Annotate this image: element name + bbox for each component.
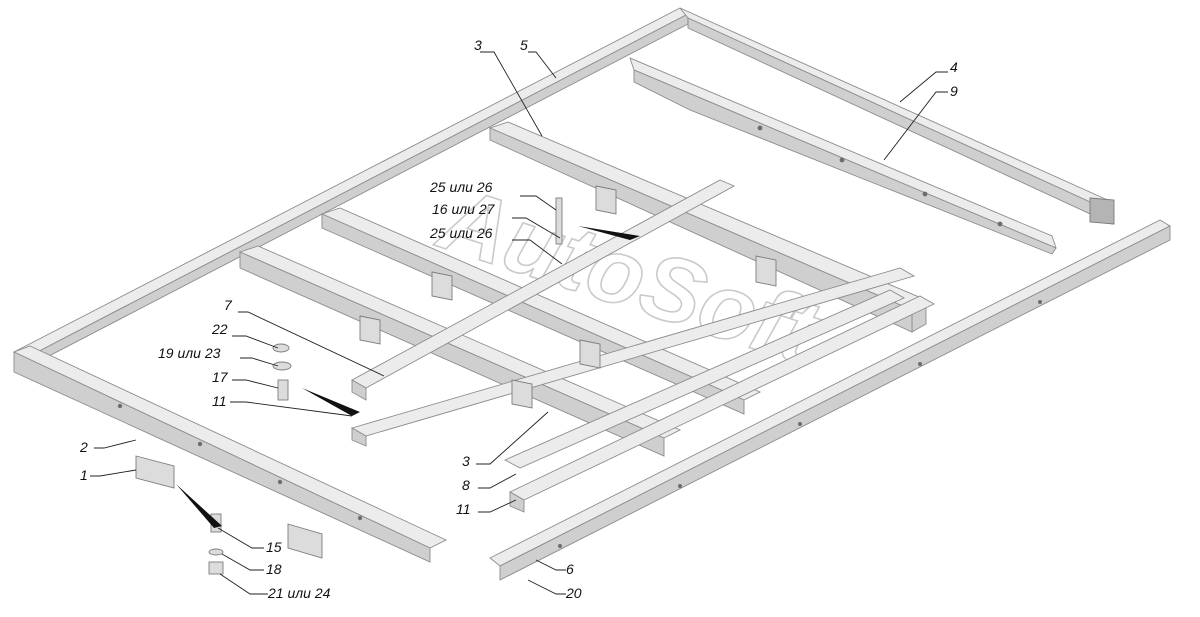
washer-22 — [272, 343, 290, 353]
callout-labels: 3 5 4 9 25 или 26 16 или 27 25 или 26 7 … — [79, 37, 958, 601]
callout-22: 22 — [211, 321, 228, 337]
bracket-1 — [135, 455, 175, 489]
side-beam-6 — [489, 219, 1171, 581]
callout-7: 7 — [224, 297, 233, 313]
longitudinal-beam-9 — [629, 57, 1057, 255]
callout-11-right: 11 — [456, 501, 471, 517]
washer-19 — [272, 361, 292, 371]
callout-8: 8 — [462, 477, 470, 493]
brackets — [359, 185, 777, 409]
assembly-arrows — [176, 226, 640, 528]
callout-25-or-26-lower: 25 или 26 — [429, 225, 493, 241]
underbeam-11-right — [509, 295, 935, 513]
callout-16-or-27: 16 или 27 — [432, 201, 496, 217]
callout-11-left: 11 — [212, 393, 227, 409]
callout-5: 5 — [520, 37, 528, 53]
callout-9: 9 — [950, 83, 958, 99]
underbeam-7 — [351, 179, 736, 401]
callout-21-or-24: 21 или 24 — [267, 585, 331, 601]
crossbar-3-lower — [238, 245, 682, 457]
callout-3-upper: 3 — [474, 37, 482, 53]
crossbar-3-upper — [488, 121, 927, 333]
callout-3-lower: 3 — [462, 453, 470, 469]
leader-lines — [90, 51, 948, 595]
callout-17: 17 — [212, 369, 229, 385]
underbeam-8 — [503, 289, 905, 469]
washer-18 — [208, 548, 224, 556]
nut-21 — [208, 561, 224, 575]
callout-1: 1 — [80, 467, 88, 483]
callout-6: 6 — [566, 561, 574, 577]
callout-19-or-23: 19 или 23 — [158, 345, 221, 361]
callout-25-or-26-upper: 25 или 26 — [429, 179, 493, 195]
callout-20: 20 — [565, 585, 582, 601]
callout-4: 4 — [950, 59, 958, 75]
frame-rail-4 — [679, 7, 1115, 225]
callout-15: 15 — [266, 539, 282, 555]
bolt-17 — [277, 379, 289, 401]
bracket-15b — [287, 523, 323, 559]
callout-2: 2 — [79, 439, 88, 455]
bolt-16 — [555, 197, 563, 245]
side-beam-2 — [12, 345, 448, 563]
callout-18: 18 — [266, 561, 282, 577]
underbeam-11-left — [350, 267, 916, 447]
